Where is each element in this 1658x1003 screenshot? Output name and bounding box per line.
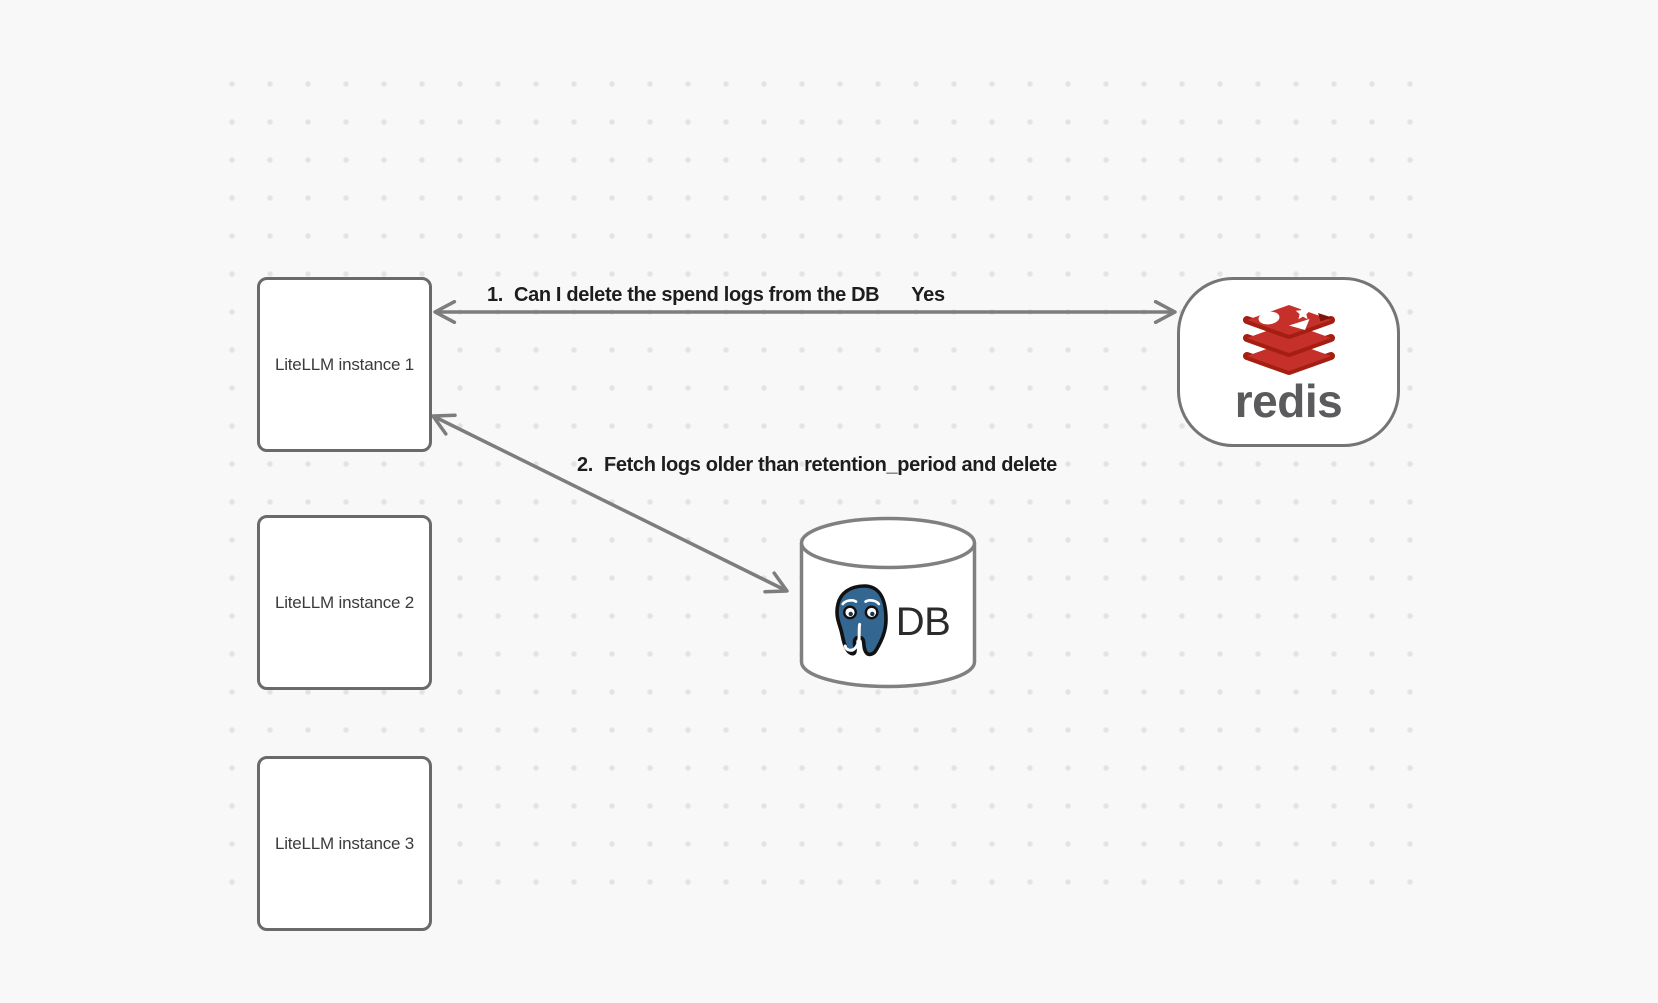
edge-1-number: 1. [487,284,503,306]
node-label: LiteLLM instance 2 [274,592,415,612]
postgresql-elephant-icon [834,584,888,657]
edge-1-text: Can I delete the spend logs from the DB [513,284,880,306]
redis-wordmark: redis [1234,375,1343,427]
node-litellm-instance-2: LiteLLM instance 2 [257,515,432,690]
node-db: DB [799,516,977,690]
node-label: LiteLLM instance 3 [274,833,415,853]
arrow-litellm1-db [431,413,789,594]
redis-logo-icon [1242,305,1335,375]
node-redis: redis [1177,277,1400,447]
edge-2-number: 2. [577,454,593,476]
node-label: LiteLLM instance 1 [274,354,415,374]
database-cylinder-icon [799,516,977,689]
edge-2-text: Fetch logs older than retention_period a… [603,454,1057,476]
db-content: DB [807,578,969,666]
edge-2-label: 2. Fetch logs older than retention_perio… [577,452,1057,479]
edge-1-label: 1. Can I delete the spend logs from the … [487,282,945,309]
arrow-litellm1-redis [433,299,1177,325]
db-label: DB [895,599,951,644]
node-litellm-instance-1: LiteLLM instance 1 [257,277,432,452]
edge-1-response: Yes [911,284,945,306]
node-litellm-instance-3: LiteLLM instance 3 [257,756,432,931]
